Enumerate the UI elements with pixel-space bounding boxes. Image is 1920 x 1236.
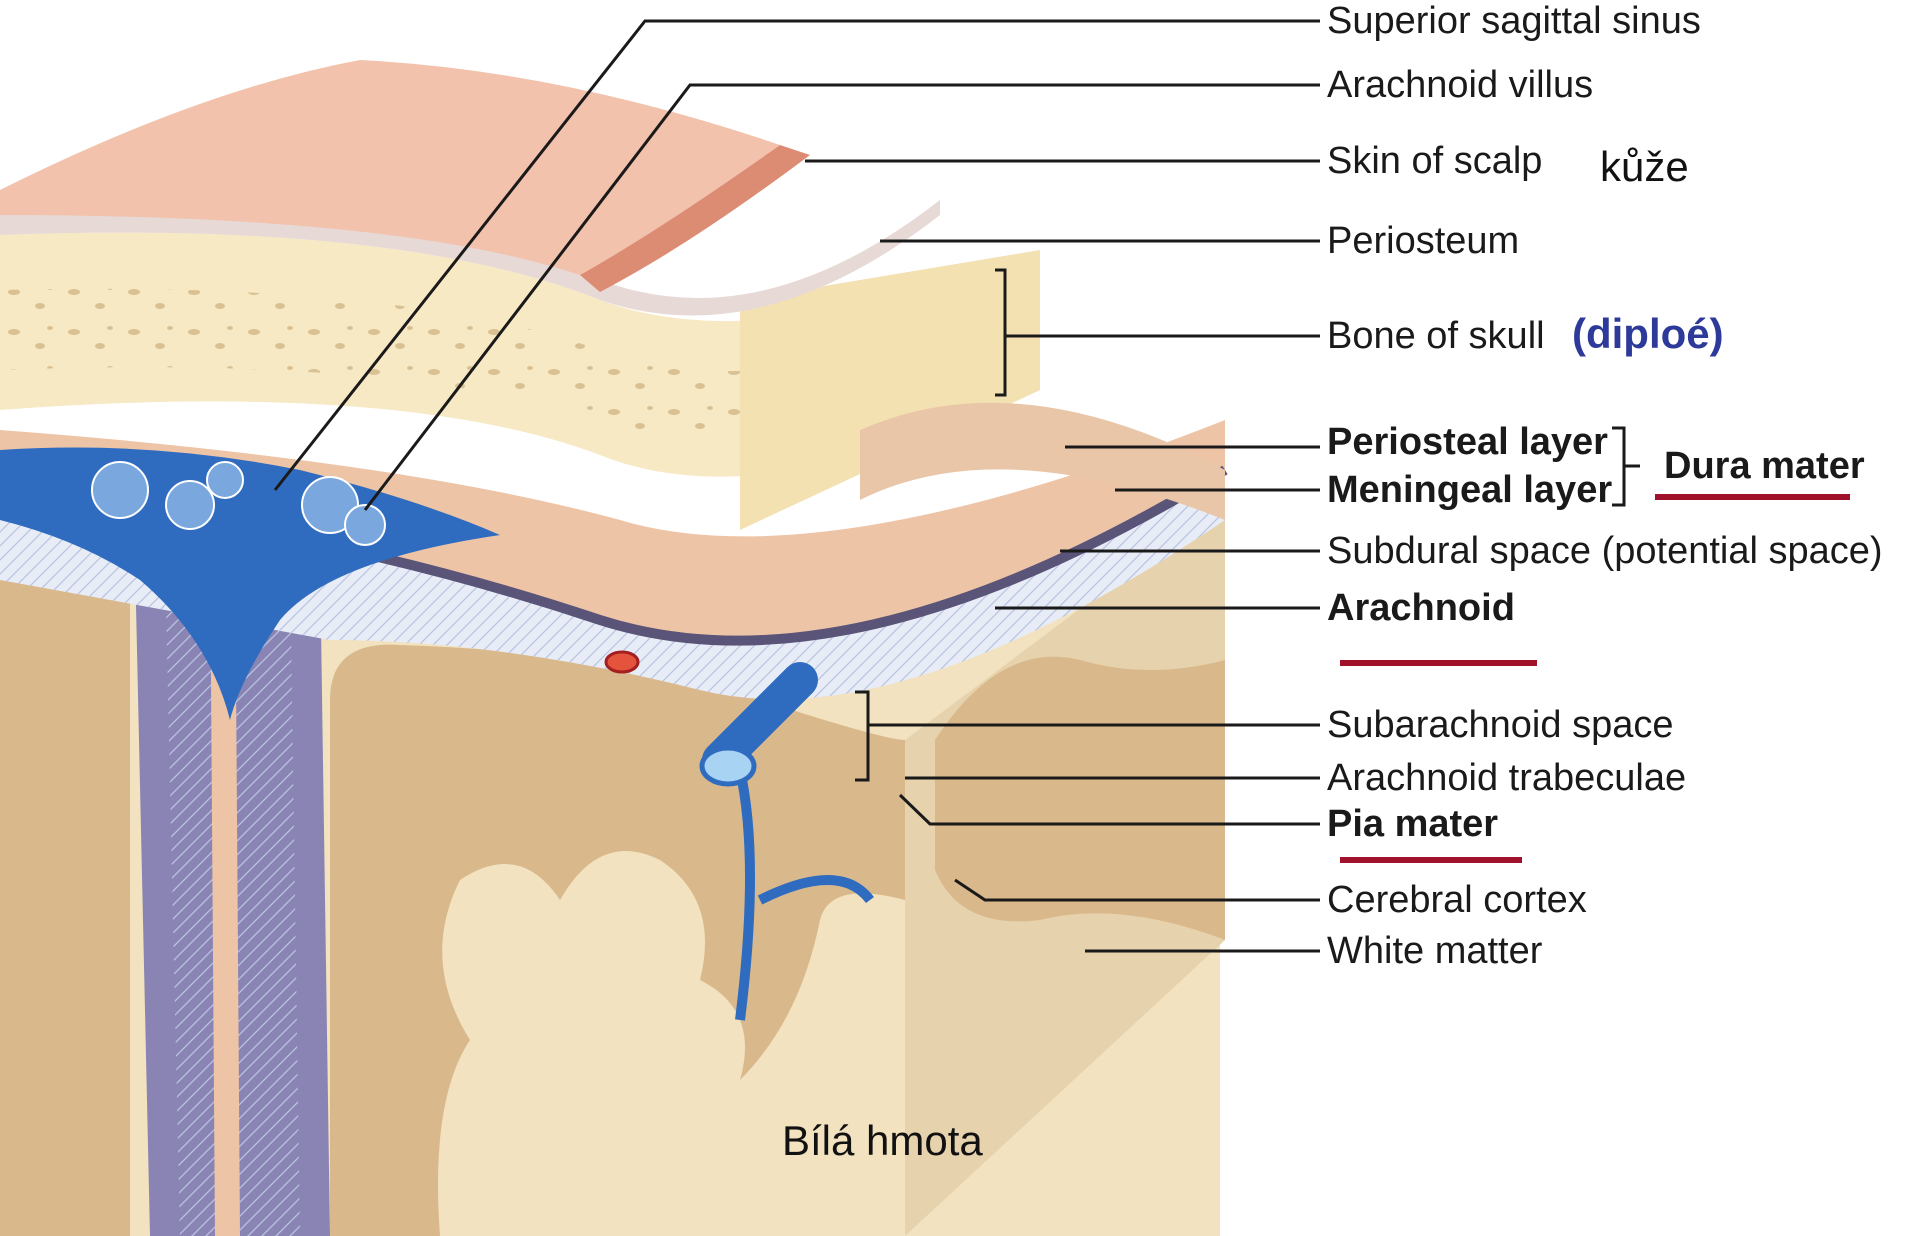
annotation-white-matter-czech: Bílá hmota xyxy=(782,1120,983,1162)
cortex-left xyxy=(0,560,130,1236)
label-periosteal-layer: Periosteal layer xyxy=(1327,423,1608,461)
vein-opening xyxy=(702,748,754,784)
label-dura-mater: Dura mater xyxy=(1664,447,1865,485)
dura-bracket xyxy=(1612,428,1640,505)
annotation-diploe: (diploé) xyxy=(1572,313,1724,355)
label-pia-mater: Pia mater xyxy=(1327,805,1498,843)
artery xyxy=(606,652,638,672)
label-bone-of-skull: Bone of skull xyxy=(1327,317,1545,355)
label-cerebral-cortex: Cerebral cortex xyxy=(1327,881,1587,919)
label-arachnoid-villus: Arachnoid villus xyxy=(1327,66,1593,104)
white-matter-fold xyxy=(438,851,745,1236)
label-meningeal-layer: Meningeal layer xyxy=(1327,471,1612,509)
label-white-matter: White matter xyxy=(1327,932,1542,970)
annotation-skin-czech: kůže xyxy=(1600,146,1689,188)
label-superior-sagittal-sinus: Superior sagittal sinus xyxy=(1327,2,1701,40)
label-skin-of-scalp: Skin of scalp xyxy=(1327,142,1542,180)
label-arachnoid: Arachnoid xyxy=(1327,589,1515,627)
label-subarachnoid-space: Subarachnoid space xyxy=(1327,706,1673,744)
label-subdural-space: Subdural space (potential space) xyxy=(1327,532,1883,570)
right-gyrus xyxy=(935,657,1225,940)
label-periosteum: Periosteum xyxy=(1327,222,1519,260)
label-arachnoid-trabeculae: Arachnoid trabeculae xyxy=(1327,759,1686,797)
